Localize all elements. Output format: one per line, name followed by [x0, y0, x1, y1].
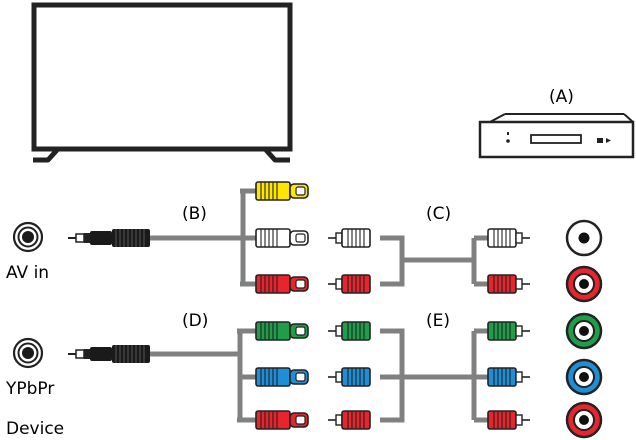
av-mini-plug-icon	[67, 228, 151, 248]
red-rca-plug-icon	[327, 274, 371, 294]
cable-b-label: (B)	[182, 204, 207, 224]
av-in-label: AV in	[6, 263, 50, 283]
av-in-jack-socket-icon	[12, 221, 44, 253]
cable-c-label: (C)	[426, 204, 452, 224]
yellow-rca-connector-icon	[255, 181, 309, 201]
white-rca-socket-icon	[565, 219, 603, 257]
cable-e-label: (E)	[426, 311, 451, 331]
red-rca-plug-icon	[327, 410, 371, 430]
red-rca-socket-icon	[565, 401, 603, 439]
green-rca-connector-icon	[255, 321, 309, 341]
green-rca-plug-icon	[487, 321, 531, 341]
blue-rca-plug-icon	[327, 367, 371, 387]
cable-e	[327, 321, 531, 430]
ypbpr-label: YPbPr	[6, 379, 55, 399]
cable-d-label: (D)	[182, 311, 209, 331]
device-a-label: (A)	[549, 87, 574, 107]
white-rca-connector-icon	[255, 228, 309, 248]
red-rca-connector-icon	[255, 274, 309, 294]
cable-d	[67, 321, 309, 430]
red-rca-plug-icon	[487, 410, 531, 430]
cable-c	[327, 228, 531, 294]
device-label: Device	[6, 419, 65, 439]
ypbpr-mini-plug-icon	[67, 344, 151, 364]
white-rca-plug-icon	[487, 228, 531, 248]
player-device-icon	[478, 113, 635, 159]
ypbpr-jack-socket-icon	[12, 337, 44, 369]
white-rca-plug-icon	[327, 228, 371, 248]
red-rca-plug-icon	[487, 274, 531, 294]
green-rca-plug-icon	[327, 321, 371, 341]
blue-rca-plug-icon	[487, 367, 531, 387]
blue-rca-socket-icon	[565, 358, 603, 396]
green-rca-socket-icon	[565, 312, 603, 350]
blue-rca-connector-icon	[255, 367, 309, 387]
cable-b	[67, 181, 309, 294]
red-rca-socket-icon	[565, 265, 603, 303]
tv-icon	[31, 2, 293, 163]
red-rca-connector-icon	[255, 410, 309, 430]
